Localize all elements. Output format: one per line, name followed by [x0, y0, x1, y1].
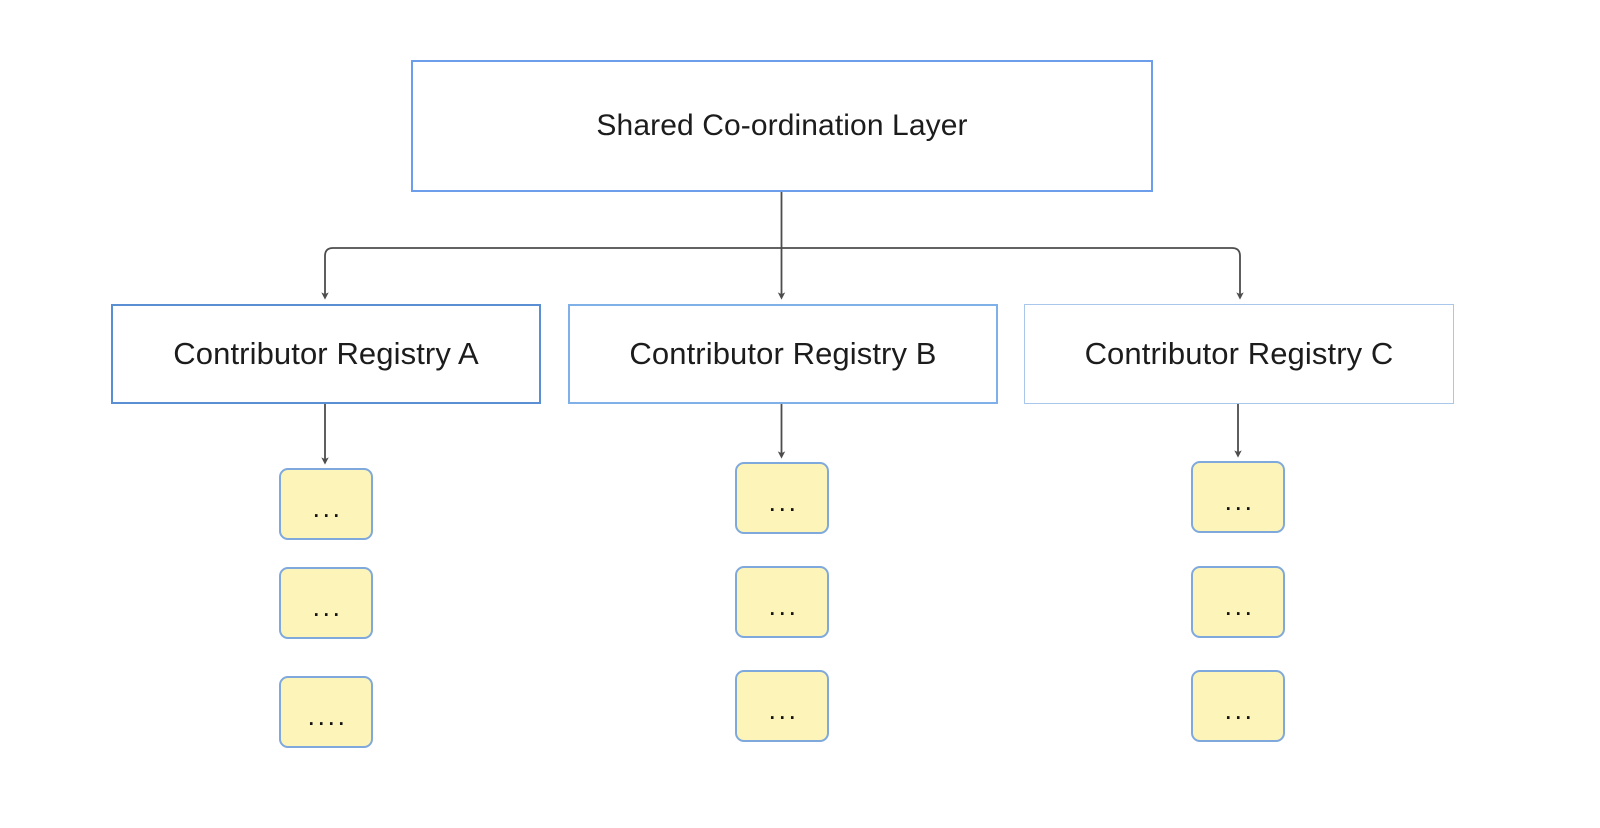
node-shared-coordination-layer[interactable]: Shared Co-ordination Layer — [411, 60, 1153, 192]
node-label: .... — [307, 701, 348, 731]
connector-bus-right — [781, 247, 1244, 300]
node-label: ... — [1224, 695, 1255, 725]
node-contributor-registry-a[interactable]: Contributor Registry A — [111, 304, 541, 404]
node-label: Shared Co-ordination Layer — [596, 109, 968, 142]
node-label: ... — [768, 695, 799, 725]
node-contributor-registry-c[interactable]: Contributor Registry C — [1024, 304, 1454, 404]
node-leaf-a3[interactable]: .... — [279, 676, 373, 748]
connector-bus-left — [321, 247, 782, 300]
node-contributor-registry-b[interactable]: Contributor Registry B — [568, 304, 998, 404]
node-label: ... — [768, 487, 799, 517]
node-label: ... — [312, 592, 343, 622]
node-leaf-c1[interactable]: ... — [1191, 461, 1285, 533]
node-leaf-b3[interactable]: ... — [735, 670, 829, 742]
node-leaf-c2[interactable]: ... — [1191, 566, 1285, 638]
node-leaf-c3[interactable]: ... — [1191, 670, 1285, 742]
node-leaf-b1[interactable]: ... — [735, 462, 829, 534]
node-label: ... — [312, 493, 343, 523]
node-label: Contributor Registry A — [173, 336, 479, 372]
node-label: ... — [768, 591, 799, 621]
node-leaf-a1[interactable]: ... — [279, 468, 373, 540]
node-label: ... — [1224, 591, 1255, 621]
node-leaf-b2[interactable]: ... — [735, 566, 829, 638]
node-leaf-a2[interactable]: ... — [279, 567, 373, 639]
node-label: Contributor Registry C — [1084, 336, 1394, 372]
node-label: Contributor Registry B — [629, 336, 937, 372]
node-label: ... — [1224, 486, 1255, 516]
